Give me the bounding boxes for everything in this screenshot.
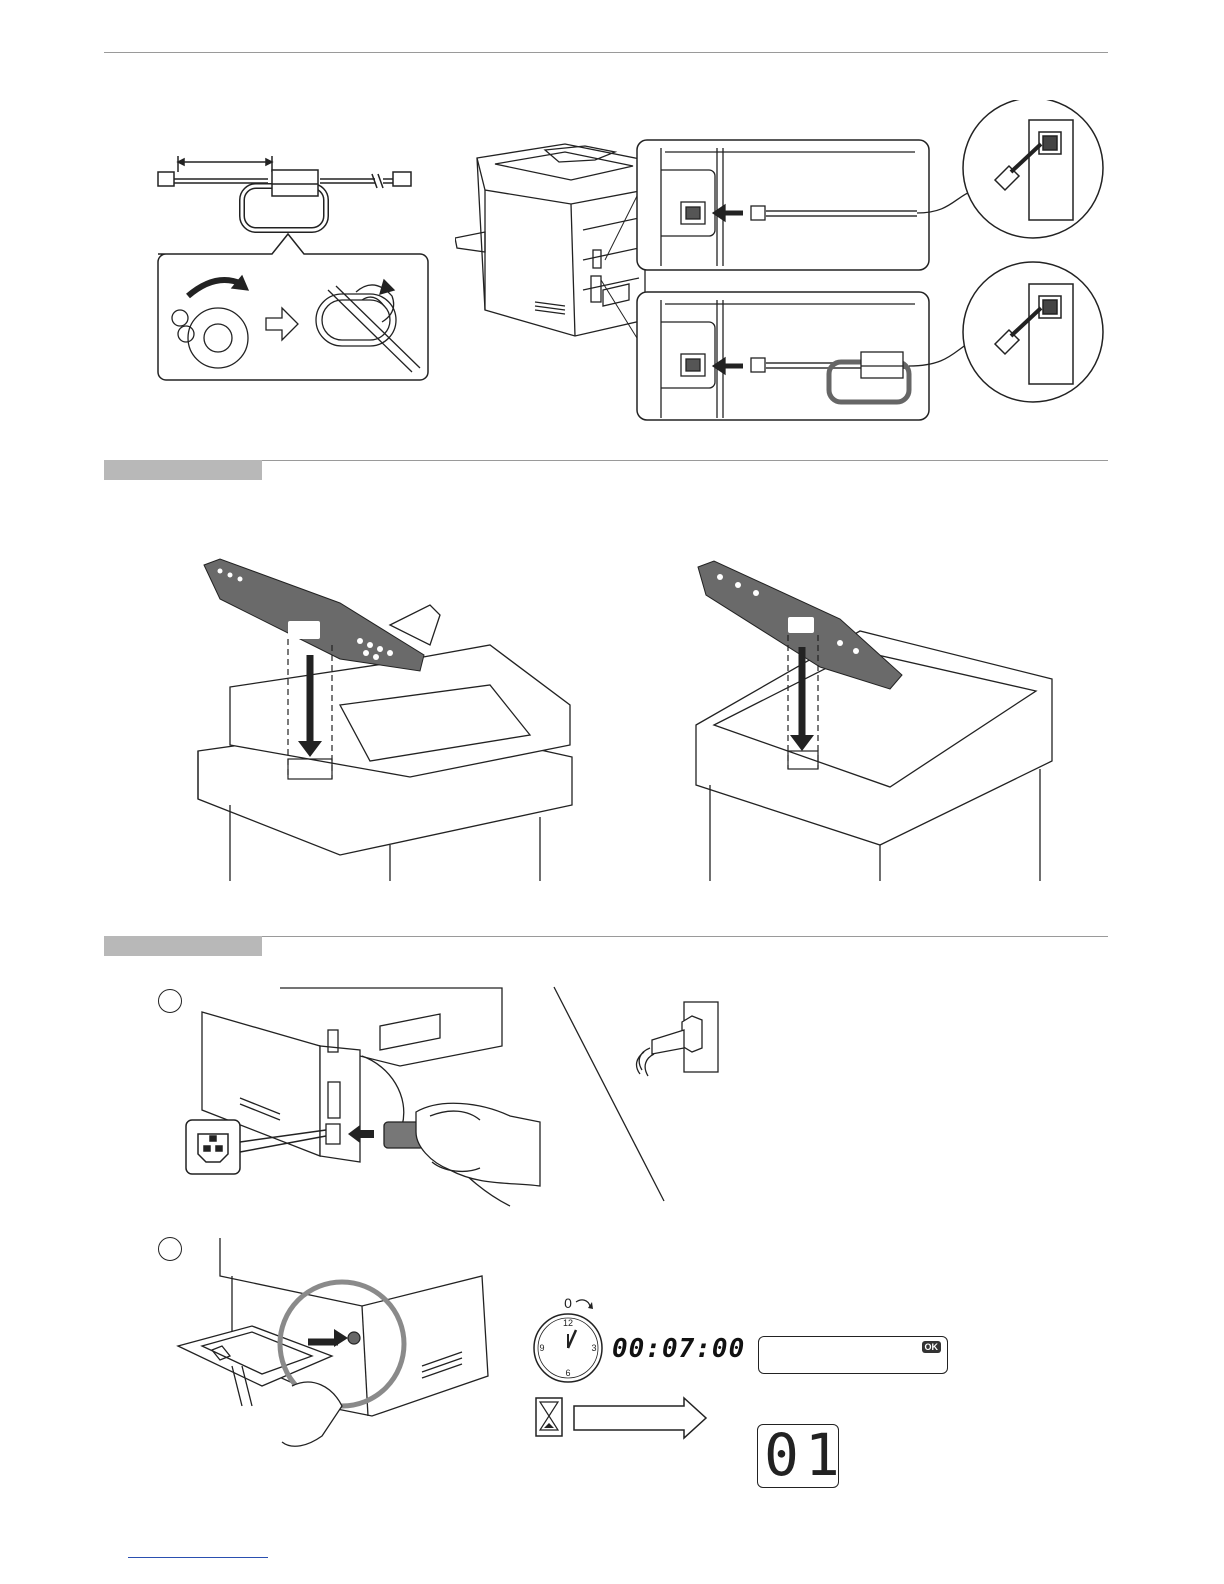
section-tab-power-on: [104, 936, 262, 956]
top-divider: [104, 52, 1108, 53]
wall-jack-icon: [963, 100, 1103, 402]
timer-zero-label: 0: [564, 1295, 572, 1311]
segment-counter-value: 01: [764, 1421, 846, 1489]
overlay-adf-model-illustration: [190, 555, 590, 881]
svg-text:9: 9: [539, 1343, 544, 1353]
clock-icon: 12 3 6 9 0: [528, 1294, 608, 1388]
segment-counter-display: 01: [757, 1424, 839, 1488]
ok-badge: OK: [922, 1341, 942, 1353]
overlay-platen-model-illustration: [690, 555, 1060, 881]
svg-text:6: 6: [565, 1368, 570, 1378]
line-connection-illustration: [455, 100, 1115, 430]
svg-text:3: 3: [591, 1343, 596, 1353]
power-cord-illustration: [180, 986, 550, 1218]
power-switch-illustration: [172, 1236, 492, 1466]
footer-link-underline: [128, 1557, 268, 1558]
step-1-marker: [158, 989, 182, 1013]
arrow-icon: [574, 1398, 706, 1438]
hourglass-icon: [534, 1396, 710, 1440]
svg-text:12: 12: [563, 1318, 573, 1328]
ferrite-core-illustration: [150, 150, 440, 390]
countdown-readout: 00:07:00: [612, 1334, 745, 1364]
lcd-display: OK: [758, 1336, 948, 1374]
power-plug-icon: [628, 996, 728, 1082]
section-tab-panel-overlay: [104, 460, 262, 480]
